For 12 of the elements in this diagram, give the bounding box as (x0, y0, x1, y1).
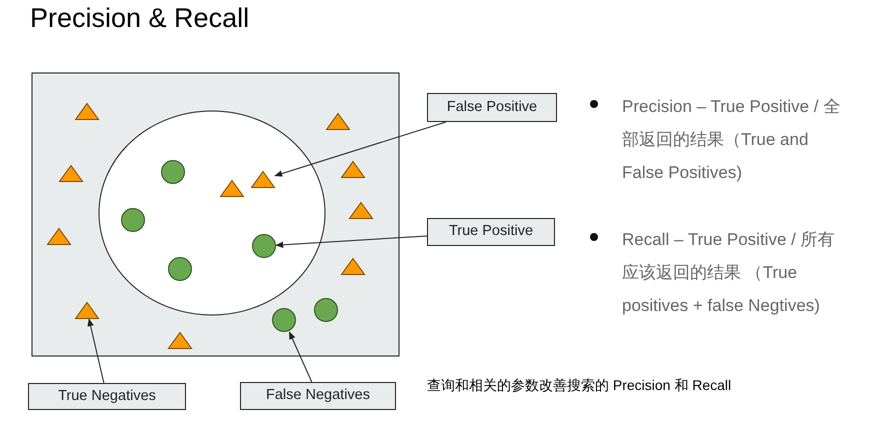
note-text: 查询和相关的参数改善搜索的 Precision 和 Recall (427, 376, 732, 395)
leader-line (275, 235, 428, 248)
label-box: True Positive (427, 218, 555, 246)
leader-line (288, 331, 312, 382)
bullet-text: Precision – True Positive / 全部返回的结果（True and False Positives) (622, 96, 842, 184)
label-box: True Negatives (28, 383, 186, 410)
leader-line (88, 318, 104, 384)
bullet-text: Recall – True Positive / 所有应该返回的结果 （True positives + false Negtives) (622, 229, 836, 317)
label-box: False Negatives (240, 382, 396, 410)
leader-line (274, 122, 446, 177)
title: Precision & Recall (30, 2, 250, 35)
label-box: False Positive (427, 93, 557, 122)
